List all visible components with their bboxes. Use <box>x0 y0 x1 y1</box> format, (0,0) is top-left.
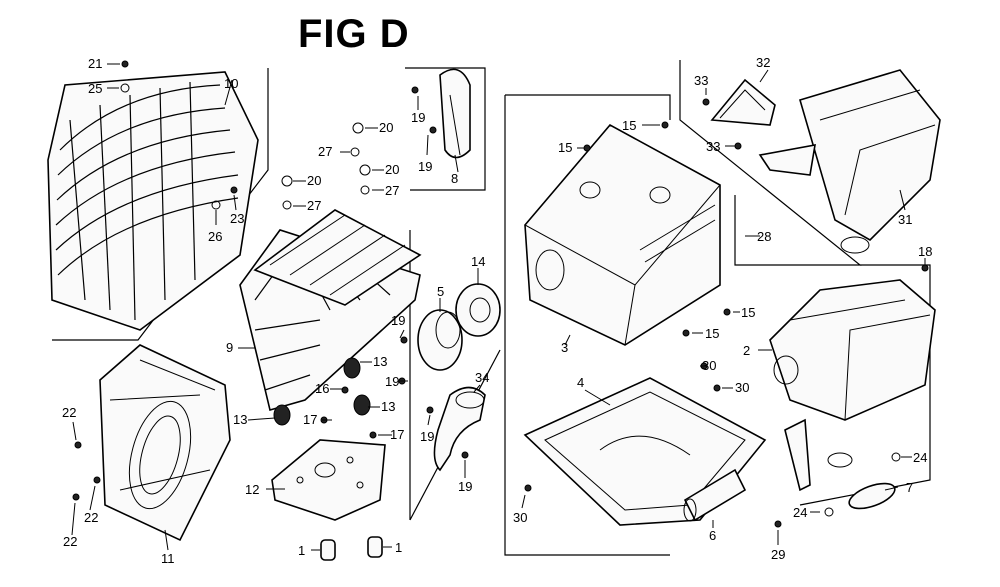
label-26: 26 <box>208 229 222 244</box>
figure-title: FIG D <box>298 12 410 56</box>
part-31-cover <box>758 69 941 254</box>
part-5-cap <box>417 309 463 371</box>
leader-lines <box>71 63 926 551</box>
label-14: 14 <box>471 254 485 269</box>
label-13b: 13 <box>373 354 387 369</box>
part-6-spark-arrester <box>683 468 747 522</box>
part-4-muffler-tray <box>523 377 767 526</box>
label-32: 32 <box>756 55 770 70</box>
label-24b: 24 <box>793 505 807 520</box>
part-1-collars <box>320 536 383 561</box>
part-2-muffler <box>769 279 936 492</box>
part-12-plate <box>271 439 386 521</box>
label-1a: 1 <box>298 543 305 558</box>
label-15c: 15 <box>741 305 755 320</box>
part-7-gasket <box>848 482 896 510</box>
label-17b: 17 <box>390 427 404 442</box>
label-3: 3 <box>561 340 568 355</box>
label-15b: 15 <box>622 118 636 133</box>
label-23: 23 <box>230 211 244 226</box>
label-19b: 19 <box>418 159 432 174</box>
label-31: 31 <box>898 212 912 227</box>
label-15d: 15 <box>705 326 719 341</box>
label-18: 18 <box>918 244 932 259</box>
part-number-labels: 21 25 10 26 23 22 22 22 11 9 12 1 1 13 1… <box>62 55 932 566</box>
label-22a: 22 <box>62 405 76 420</box>
label-5: 5 <box>437 284 444 299</box>
label-6: 6 <box>709 528 716 543</box>
part-11-base <box>99 344 231 542</box>
label-22c: 22 <box>63 534 77 549</box>
label-12: 12 <box>245 482 259 497</box>
label-25: 25 <box>88 81 102 96</box>
label-33b: 33 <box>706 139 720 154</box>
label-27c: 27 <box>307 198 321 213</box>
label-20b: 20 <box>385 162 399 177</box>
label-34: 34 <box>475 370 489 385</box>
part-9-bracket <box>239 209 422 411</box>
label-15a: 15 <box>558 140 572 155</box>
label-13c: 13 <box>381 399 395 414</box>
label-20a: 20 <box>379 120 393 135</box>
label-7: 7 <box>906 480 913 495</box>
label-10: 10 <box>224 76 238 91</box>
label-2: 2 <box>743 343 750 358</box>
label-8: 8 <box>451 171 458 186</box>
label-1b: 1 <box>395 540 402 555</box>
part-32-guard <box>710 78 776 126</box>
label-30c: 30 <box>513 510 527 525</box>
label-21: 21 <box>88 56 102 71</box>
label-27b: 27 <box>385 183 399 198</box>
part-34-pipe <box>433 386 486 472</box>
label-24a: 24 <box>913 450 927 465</box>
part-14-flange <box>455 283 501 337</box>
label-28: 28 <box>757 229 771 244</box>
label-19e: 19 <box>420 429 434 444</box>
label-19f: 19 <box>458 479 472 494</box>
label-19d: 19 <box>385 374 399 389</box>
label-13a: 13 <box>233 412 247 427</box>
label-27a: 27 <box>318 144 332 159</box>
part-8-deflector <box>439 68 471 159</box>
label-30a: 30 <box>702 358 716 373</box>
label-29: 29 <box>771 547 785 562</box>
part-10-grille <box>47 71 259 331</box>
label-33a: 33 <box>694 73 708 88</box>
label-22b: 22 <box>84 510 98 525</box>
label-4: 4 <box>577 375 584 390</box>
label-16: 16 <box>315 381 329 396</box>
label-19a: 19 <box>411 110 425 125</box>
label-17a: 17 <box>303 412 317 427</box>
label-20c: 20 <box>307 173 321 188</box>
label-19c: 19 <box>391 313 405 328</box>
part-3-muffler-cover <box>524 123 721 346</box>
label-30b: 30 <box>735 380 749 395</box>
part-13-rubber-mounts <box>273 357 371 426</box>
label-11: 11 <box>161 551 175 566</box>
label-9: 9 <box>226 340 233 355</box>
